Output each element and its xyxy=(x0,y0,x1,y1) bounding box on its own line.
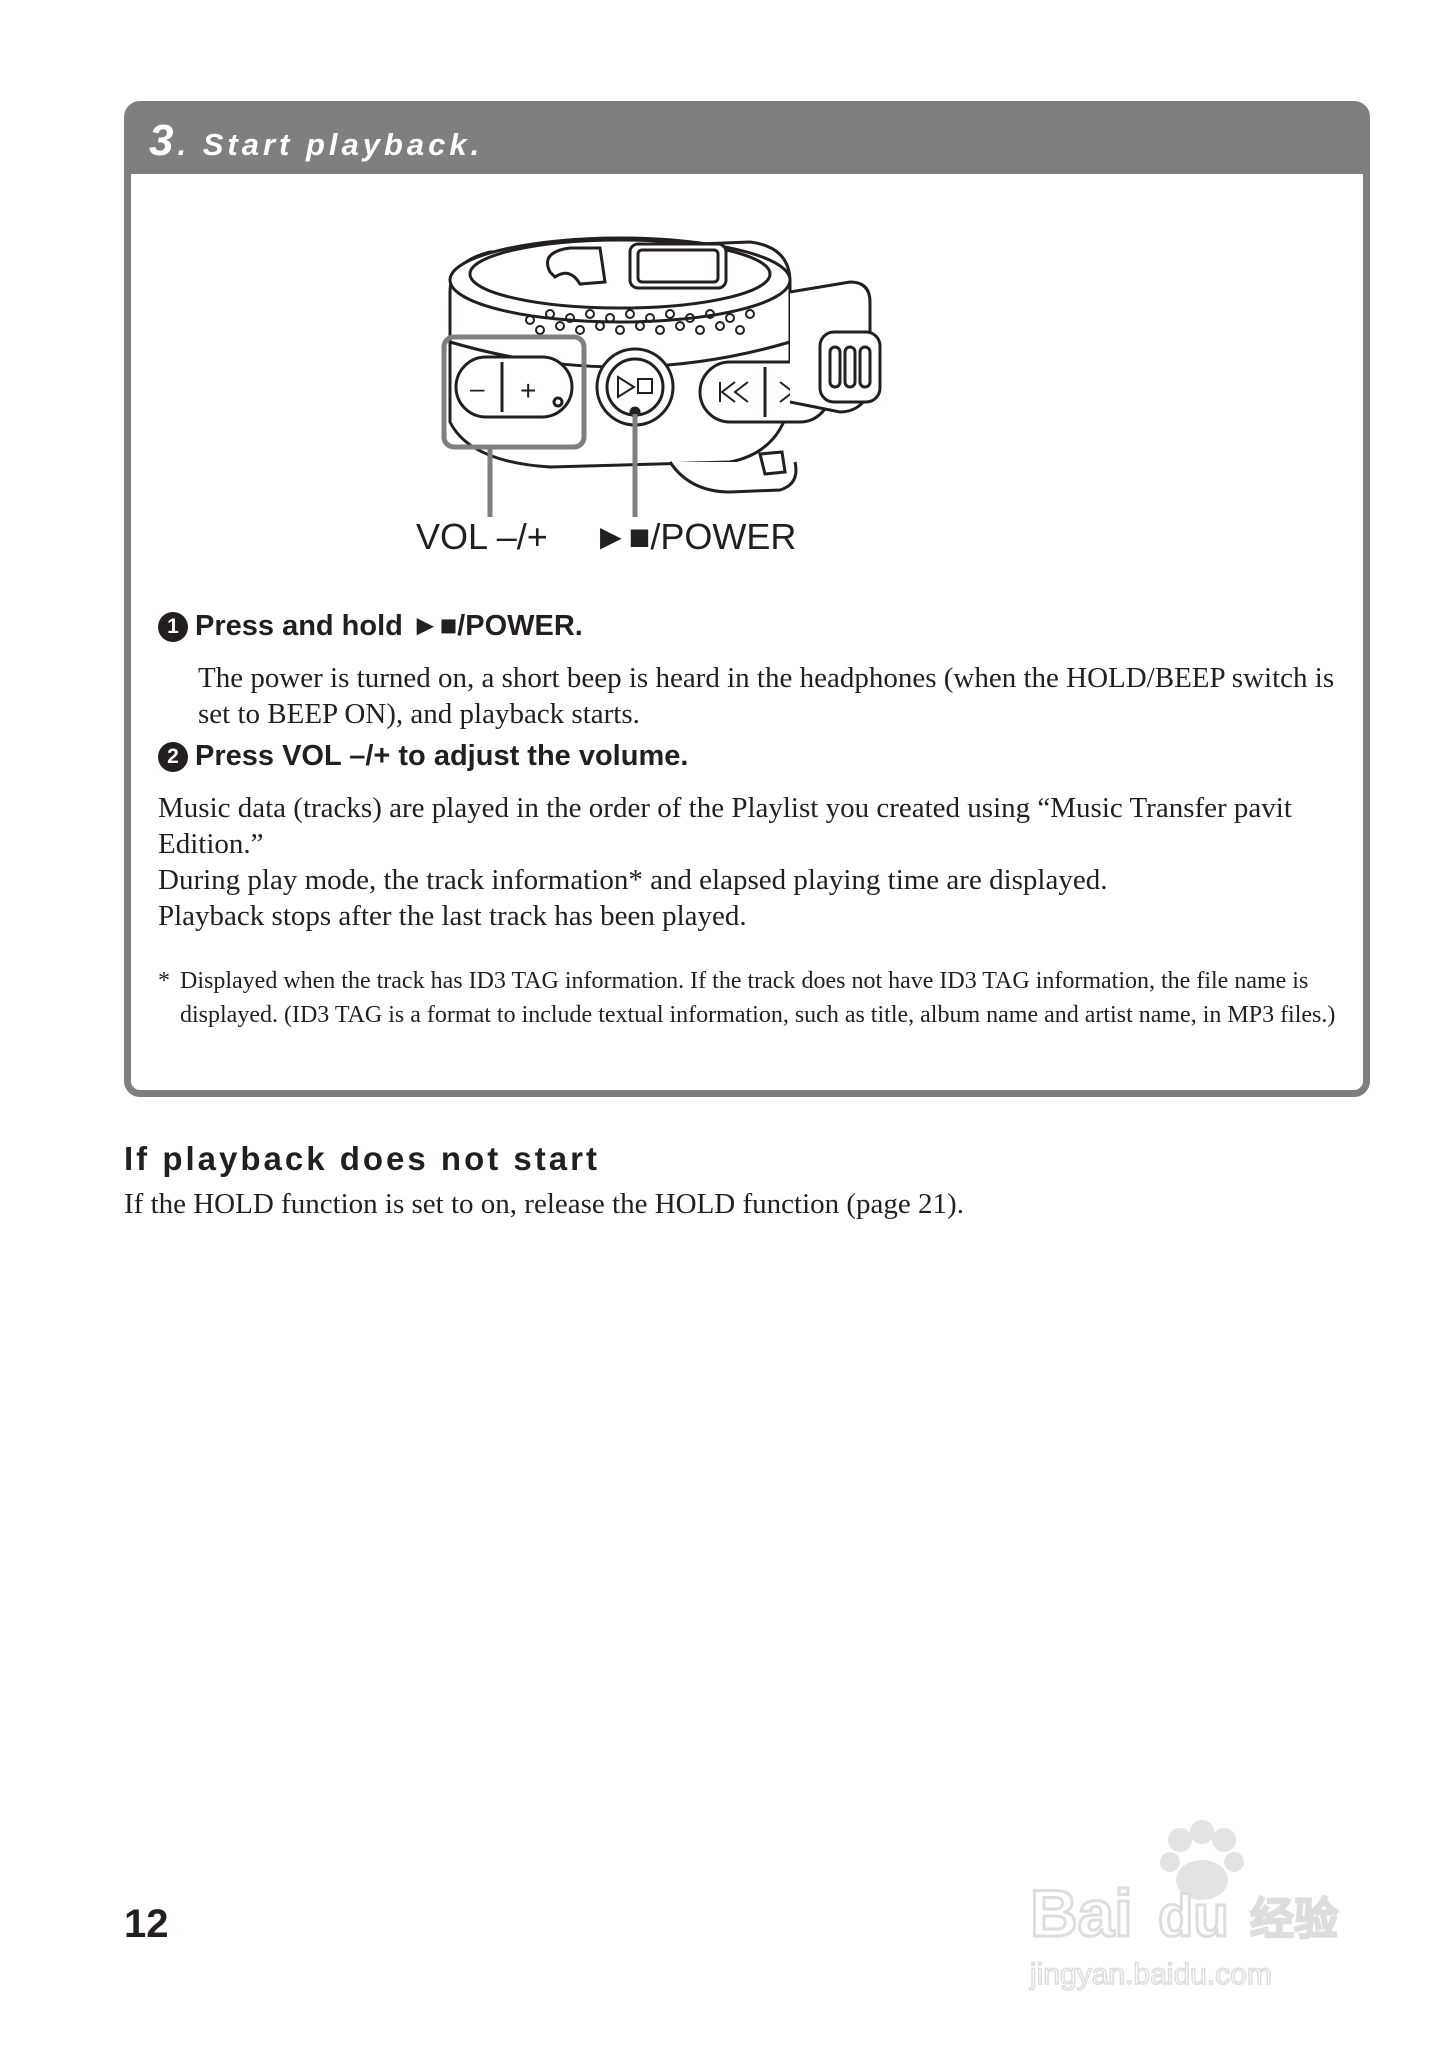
footnote-mark: * xyxy=(158,968,170,994)
step-title: 3. Start playback. xyxy=(149,116,483,166)
footnote-text: Displayed when the track has ID3 TAG inf… xyxy=(180,968,1336,1028)
play-stop-icon: ►■ xyxy=(410,610,458,642)
svg-text:jingyan.baidu.com: jingyan.baidu.com xyxy=(1029,1958,1272,1991)
player-device-illustration: – + xyxy=(441,236,882,517)
vol-callout-label: VOL –/+ xyxy=(416,516,548,557)
section-body: If the HOLD function is set to on, relea… xyxy=(124,1188,964,1220)
footnote: * Displayed when the track has ID3 TAG i… xyxy=(158,964,1338,1032)
body-line-2: During play mode, the track information*… xyxy=(158,864,1108,896)
instruction-1-heading: 1 Press and hold ►■/POWER. xyxy=(158,610,583,643)
body-paragraph: Music data (tracks) are played in the or… xyxy=(158,790,1348,934)
step-title-text: . Start playback. xyxy=(177,127,484,162)
svg-text:+: + xyxy=(520,375,536,406)
step-number: 3 xyxy=(149,116,178,165)
play-stop-icon: ►■ xyxy=(593,516,651,557)
svg-text:经验: 经验 xyxy=(1250,1894,1338,1945)
section-heading: If playback does not start xyxy=(124,1140,600,1177)
body-line-3: Playback stops after the last track has … xyxy=(158,900,747,932)
body-line-1: Music data (tracks) are played in the or… xyxy=(158,792,1292,860)
power-callout-label: ►■/POWER xyxy=(593,516,796,558)
instruction-2-heading: 2 Press VOL –/+ to adjust the volume. xyxy=(158,740,688,773)
page-number: 12 xyxy=(124,1902,169,1946)
power-callout-text: /POWER xyxy=(650,516,797,557)
svg-text:–: – xyxy=(470,373,485,403)
step-number-badge: 2 xyxy=(158,741,188,772)
instruction-1-prefix: Press and hold xyxy=(195,610,403,642)
step-number-badge: 1 xyxy=(158,611,188,642)
instruction-1-description: The power is turned on, a short beep is … xyxy=(198,662,1335,730)
instruction-2-text: Press VOL –/+ to adjust the volume. xyxy=(195,740,689,772)
svg-text:Bai: Bai xyxy=(1030,1876,1133,1950)
step-header: 3. Start playback. xyxy=(131,108,1363,174)
instruction-1-suffix: /POWER. xyxy=(457,610,583,642)
svg-text:du: du xyxy=(1158,1884,1229,1949)
baidu-watermark-logo: Bai du 经验 jingyan.baidu.com xyxy=(1028,1820,1339,1992)
